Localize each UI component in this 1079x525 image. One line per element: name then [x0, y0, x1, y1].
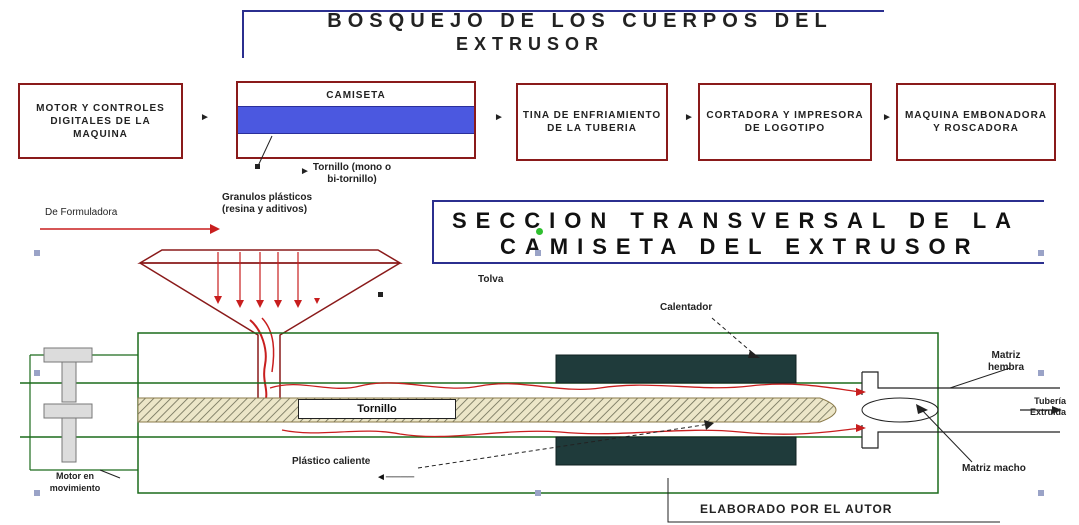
section-title-line2: CAMISETA DEL EXTRUSOR: [500, 234, 980, 259]
matriz-hembra-label: Matriz hembra: [987, 350, 1025, 373]
elaborado-label: ELABORADO POR EL AUTOR: [700, 502, 893, 516]
flow-box-motor: MOTOR Y CONTROLES DIGITALES DE LA MAQUIN…: [18, 83, 183, 159]
plastico-caliente-label: Plástico caliente: [292, 456, 371, 467]
selection-handle: [1038, 370, 1044, 376]
tolva-label: Tolva: [478, 274, 504, 285]
camiseta-screw-bar: [238, 106, 474, 134]
selection-handle: [34, 250, 40, 256]
selection-handle: [1038, 250, 1044, 256]
rotation-handle: [536, 228, 543, 235]
flow-arrow-2: ►: [494, 112, 504, 123]
selection-handle: [1038, 490, 1044, 496]
main-title-frame: [242, 10, 884, 58]
matriz-macho-label: Matriz macho: [962, 463, 1026, 474]
tuberia-extruida-label: Tubería Extruida: [1029, 396, 1066, 417]
plastico-caliente-arrow: ◄────: [376, 472, 415, 483]
selection-handle: [535, 490, 541, 496]
selection-handle: [34, 490, 40, 496]
tornillo-inner-box: Tornillo: [298, 399, 456, 419]
camiseta-label: CAMISETA: [326, 90, 386, 101]
granulos-label: Granulos plásticos (resina y aditivos): [222, 192, 313, 215]
flow-arrow-4: ►: [882, 112, 892, 123]
flow-box-cortadora: CORTADORA Y IMPRESORA DE LOGOTIPO: [698, 83, 872, 161]
selection-handle: [34, 370, 40, 376]
main-title-line1: BOSQUEJO DE LOS CUERPOS DEL: [327, 10, 833, 32]
flow-box-embonadora: MAQUINA EMBONADORA Y ROSCADORA: [896, 83, 1056, 161]
hopper-tolva: [137, 249, 403, 399]
calentador-label: Calentador: [660, 302, 713, 313]
main-title-line2: EXTRUSOR: [455, 34, 604, 54]
tornillo-mono-label: Tornillo (mono o bi-tornillo): [312, 162, 392, 185]
flow-arrow-3: ►: [684, 112, 694, 123]
flow-box-tina: TINA DE ENFRIAMIENTO DE LA TUBERIA: [516, 83, 668, 161]
de-formuladora-arrow: [40, 224, 220, 234]
section-title-frame: [432, 200, 1044, 264]
tornillo-mono-arrow: ►: [300, 166, 310, 177]
motor-movimiento-label: Motor en movimiento: [49, 471, 101, 493]
flow-arrow-1: ►: [200, 112, 210, 123]
de-formuladora-label: De Formuladora: [45, 207, 118, 218]
selection-handle: [535, 250, 541, 256]
section-title-line1: SECCION TRANSVERSAL DE LA: [452, 208, 1021, 233]
tornillo-pointer: [255, 135, 273, 169]
tornillo-inner-label: Tornillo: [357, 403, 397, 415]
